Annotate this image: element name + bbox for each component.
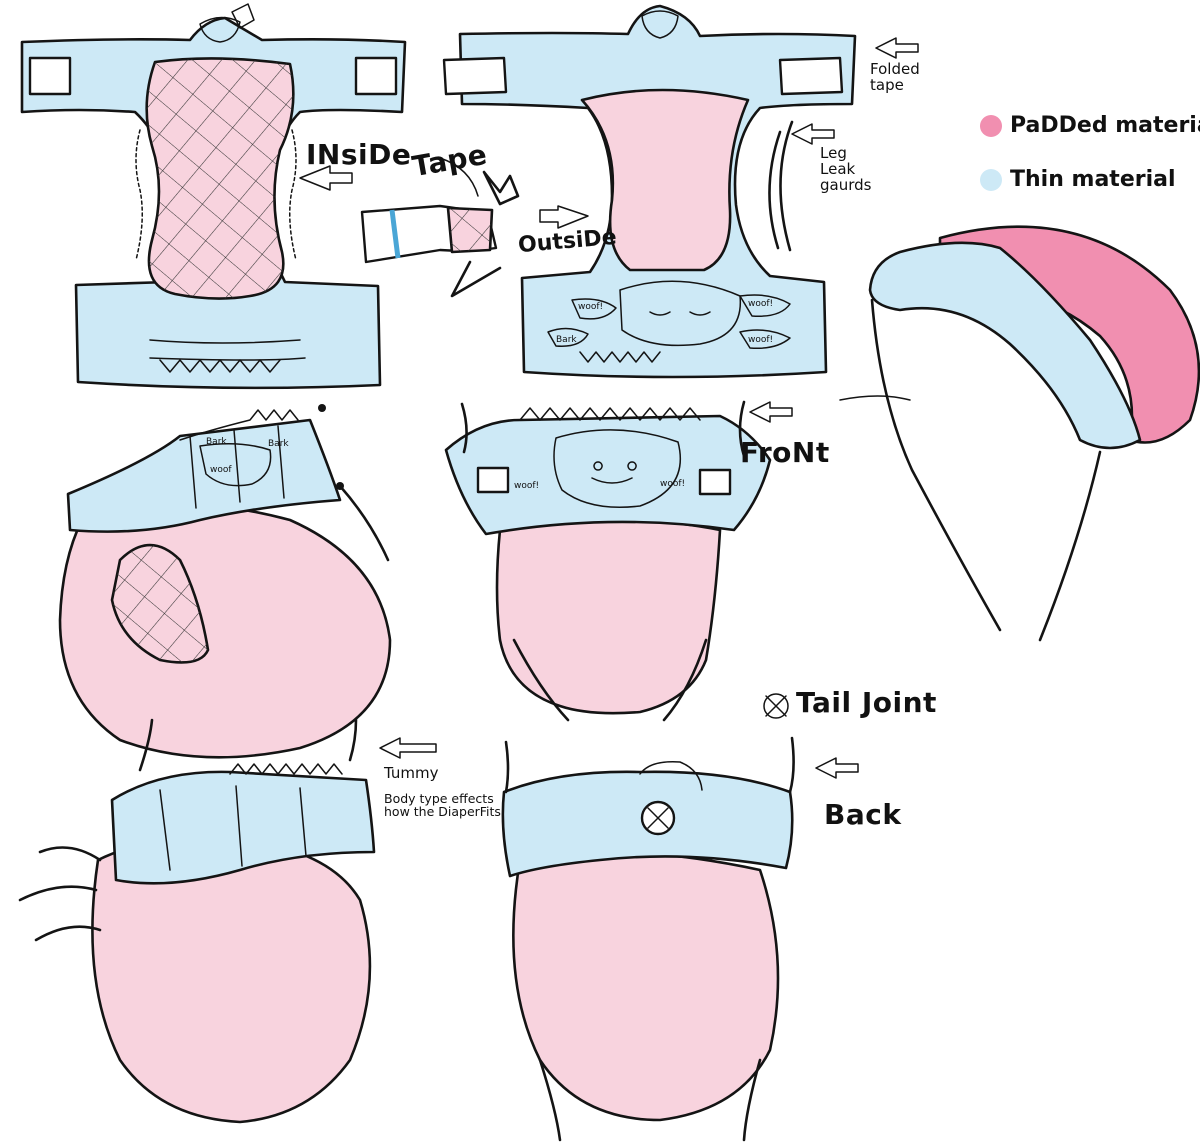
tummy-arrow-icon xyxy=(379,737,437,759)
inside-label: INsiDe xyxy=(306,138,412,171)
back-label: Back xyxy=(824,798,902,831)
bubble-4: woof! xyxy=(748,335,774,345)
tail-joint-label: Tail Joint xyxy=(796,686,937,719)
open-diaper-outside-drawing xyxy=(442,4,857,379)
front-arrow-icon xyxy=(749,401,793,423)
folded-tape-line-1: Folded xyxy=(870,60,920,78)
folded-tape-label: Folded tape xyxy=(870,60,920,94)
bubble-8: woof! xyxy=(514,481,540,491)
leg-leak-guards-label: Leg Leak gaurds xyxy=(820,144,872,194)
bubble-6: woof xyxy=(210,465,232,475)
leg-leak-guard-sketch xyxy=(768,120,794,252)
leg-leak-guards-line-1: Leg xyxy=(820,144,847,162)
tape-detail-drawing xyxy=(360,157,520,298)
inside-arrow-icon xyxy=(299,165,353,191)
worn-side-view-drawing xyxy=(58,404,392,759)
back-view-drawing xyxy=(501,736,795,1142)
body-type-note-line-2: how the DiaperFits xyxy=(384,804,501,820)
bubble-7: Bark xyxy=(268,439,289,449)
legend-item-thin: Thin material xyxy=(980,168,1176,191)
bubble-1: woof! xyxy=(578,302,604,312)
leg-leak-guards-line-2: Leak xyxy=(820,159,856,178)
tummy-label: Tummy xyxy=(384,764,439,782)
legend-label-padded: PaDDed material xyxy=(1010,113,1200,138)
body-type-note: Body type effects how the DiaperFits xyxy=(384,792,501,818)
back-arrow-icon xyxy=(815,757,859,779)
side-view-drawing xyxy=(839,225,1200,642)
outside-arrow-icon xyxy=(539,205,589,229)
bubble-9: woof! xyxy=(660,479,686,489)
bubble-3: Bark xyxy=(556,335,577,345)
leg-leak-guards-line-3: gaurds xyxy=(820,175,872,194)
thin-swatch xyxy=(980,168,1002,191)
padded-swatch xyxy=(980,114,1002,137)
folded-tape-arrow-icon xyxy=(875,37,919,59)
body-type-note-line-1: Body type effects xyxy=(384,791,494,806)
open-diaper-inside-drawing xyxy=(20,3,407,390)
tail-joint-icon xyxy=(763,693,789,719)
front-label: FroNt xyxy=(740,436,830,469)
front-view-drawing xyxy=(444,400,772,722)
folded-tape-line-2: tape xyxy=(870,75,904,94)
bubble-2: woof! xyxy=(748,299,774,309)
tummy-view-drawing xyxy=(18,718,376,1124)
legend-label-thin: Thin material xyxy=(1010,167,1176,192)
legend-item-padded: PaDDed material xyxy=(980,114,1200,137)
bubble-5: Bark xyxy=(206,437,227,447)
leg-guard-arrow-icon xyxy=(791,123,835,145)
